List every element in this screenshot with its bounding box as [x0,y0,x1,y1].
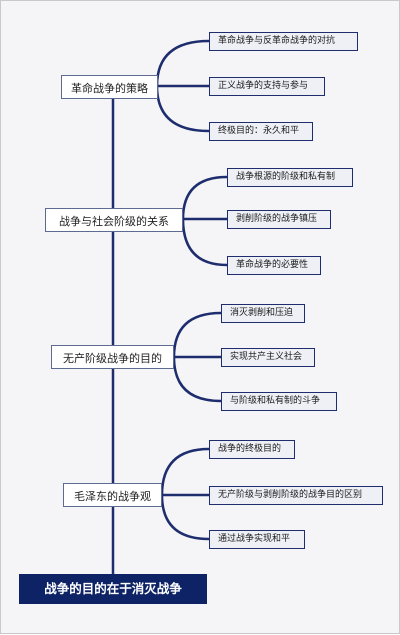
leaf-node[interactable]: 终极目的：永久和平 [209,122,313,141]
leaf-node[interactable]: 革命战争的必要性 [227,256,321,275]
leaf-node[interactable]: 与阶级和私有制的斗争 [221,392,337,411]
branch-1-connector [155,85,210,133]
branch-3-connector [172,356,222,403]
leaf-node[interactable]: 正义战争的支持与参与 [209,77,325,96]
branch-node-proletarian-war-purpose[interactable]: 无产阶级战争的目的 [51,345,174,369]
leaf-node[interactable]: 战争根源的阶级和私有制 [227,168,353,187]
leaf-node[interactable]: 革命战争与反革命战争的对抗 [209,32,358,51]
branch-4-connector [160,494,210,541]
branch-4-connector [160,447,210,496]
branch-node-revolutionary-war-strategy[interactable]: 革命战争的策略 [61,75,158,99]
branch-node-war-and-social-class[interactable]: 战争与社会阶级的关系 [45,208,183,232]
leaf-node[interactable]: 实现共产主义社会 [221,348,315,367]
branch-2-connector [181,175,228,220]
leaf-node[interactable]: 消灭剥削和压迫 [221,304,305,323]
leaf-node[interactable]: 剥削阶级的战争镇压 [227,210,331,229]
leaf-node[interactable]: 战争的终极目的 [209,440,295,459]
branch-3-connector [172,311,222,358]
root-node[interactable]: 战争的目的在于消灭战争 [19,574,207,604]
branch-2-connector [181,218,228,267]
branch-1-connector [155,39,210,87]
branch-node-mao-view-of-war[interactable]: 毛泽东的战争观 [63,483,162,507]
leaf-node[interactable]: 通过战争实现和平 [209,530,305,549]
leaf-node[interactable]: 无产阶级与剥削阶级的战争目的区别 [209,486,383,505]
